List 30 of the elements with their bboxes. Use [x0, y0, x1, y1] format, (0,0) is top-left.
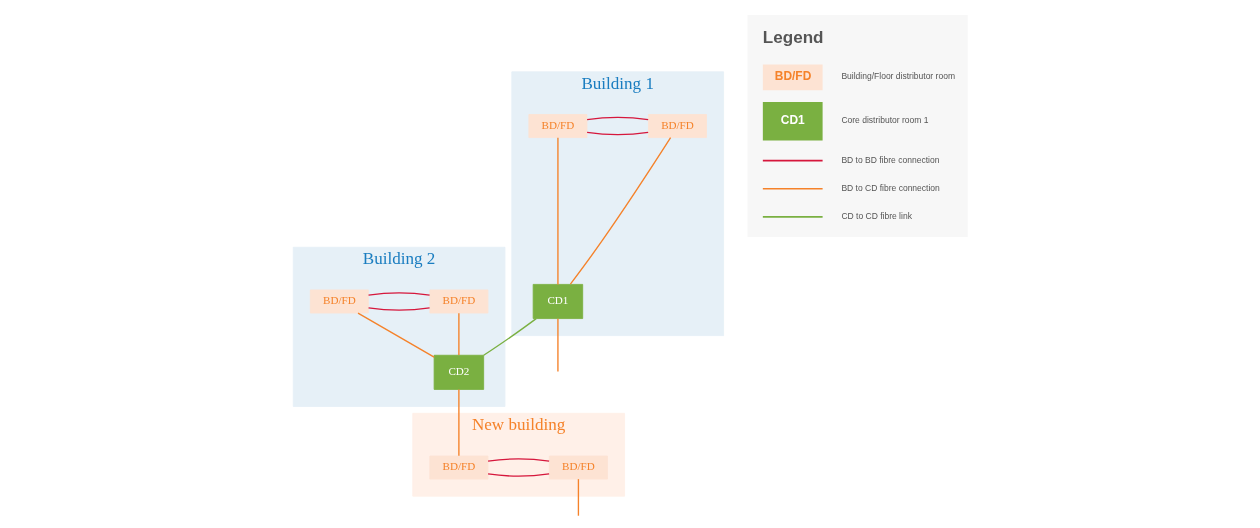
connector	[367, 292, 430, 296]
node-box: CD2	[433, 354, 484, 390]
connector	[457, 388, 460, 457]
legend-label: Building/Floor distributor room	[840, 71, 955, 82]
legend-label: BD to CD fibre connection	[840, 182, 940, 193]
legend-label: CD to CD fibre link	[840, 211, 912, 222]
connector	[482, 317, 537, 356]
node-box: BD/FD	[527, 114, 587, 138]
connector	[585, 131, 649, 136]
connector	[585, 116, 649, 121]
connector	[556, 137, 559, 286]
connector	[356, 312, 435, 358]
label: CD1	[780, 112, 805, 127]
connector	[457, 312, 460, 356]
connector	[486, 473, 550, 477]
legend-label: BD to BD fibre connection	[840, 154, 939, 165]
connector	[556, 318, 559, 373]
legend-label: Core distributor room 1	[840, 115, 928, 126]
node-box: BD/FD	[428, 289, 488, 314]
label: Legend	[762, 28, 824, 48]
label: BD/FD	[774, 68, 811, 83]
node-box: BD/FD	[647, 114, 707, 138]
node-box: CD1	[532, 283, 583, 319]
node-box: BD/FD	[548, 455, 608, 480]
connector	[577, 478, 579, 517]
connector	[569, 136, 671, 285]
node-box: BD/FD	[428, 455, 488, 480]
node-box: BD/FD	[309, 289, 369, 314]
connector	[486, 458, 550, 462]
connector	[367, 307, 430, 311]
